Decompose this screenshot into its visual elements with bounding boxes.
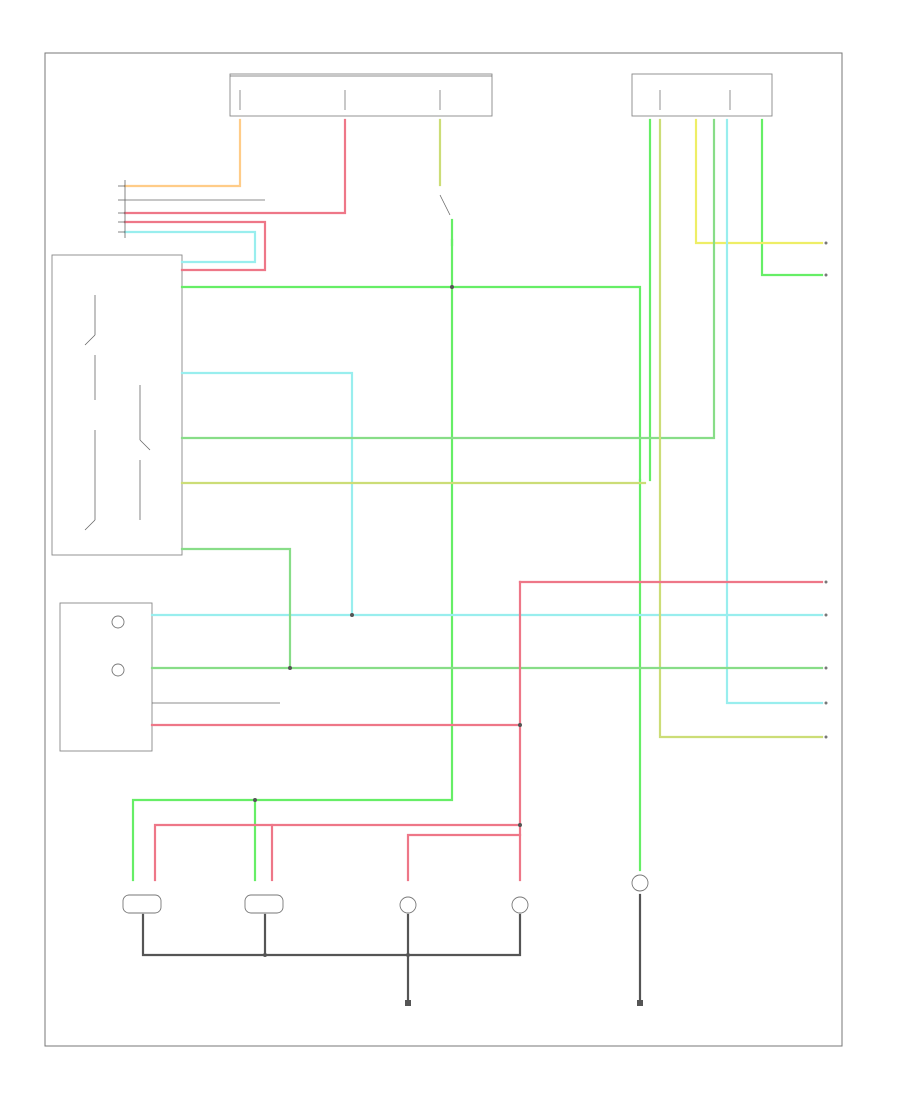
lamp-high-mount bbox=[631, 874, 649, 892]
lamp-right-rear bbox=[244, 894, 284, 914]
wire-green-436 bbox=[180, 118, 716, 440]
indicator-lamp-1 bbox=[111, 615, 125, 629]
wire-green-lower bbox=[180, 547, 292, 670]
splice bbox=[406, 953, 410, 957]
wire-green-right bbox=[760, 118, 824, 277]
indicator-lamp-2 bbox=[111, 663, 125, 677]
wire-yellow bbox=[694, 118, 824, 245]
lamp-right-license bbox=[511, 896, 529, 914]
wire-green-vertical bbox=[131, 238, 454, 882]
fuse-box-secondary bbox=[631, 73, 773, 117]
wire-red-loop bbox=[123, 220, 267, 272]
wire-ground-lamps bbox=[141, 913, 522, 957]
hazard-switch bbox=[438, 118, 454, 247]
splice bbox=[518, 823, 522, 827]
fuse-box-main bbox=[229, 73, 493, 117]
left-connector bbox=[118, 180, 126, 238]
lighting-control-module bbox=[51, 254, 183, 556]
splice bbox=[263, 953, 267, 957]
wire-orange bbox=[123, 118, 242, 188]
right-edge-terminals bbox=[824, 241, 828, 739]
splice bbox=[350, 613, 354, 617]
wire-cyan-right-vertical bbox=[725, 118, 824, 705]
wire-red-lamps bbox=[153, 823, 522, 882]
diagram-frame bbox=[44, 52, 843, 1047]
splice bbox=[288, 666, 292, 670]
splice bbox=[518, 723, 522, 727]
wire-cyan-mid bbox=[180, 371, 354, 617]
splice bbox=[253, 798, 257, 802]
ground-symbol-1 bbox=[405, 1000, 411, 1006]
wire-yellowgreen-right bbox=[658, 118, 824, 739]
wire-green-main bbox=[180, 285, 642, 482]
cluster-module bbox=[59, 602, 153, 752]
lamp-left-rear bbox=[122, 894, 162, 914]
ground-symbol-2 bbox=[637, 1000, 643, 1006]
lamp-left-license bbox=[399, 896, 417, 914]
wire-cyan-loop bbox=[123, 230, 257, 264]
wire-red-top bbox=[123, 118, 347, 215]
splice bbox=[450, 285, 454, 289]
wire-red-lamp3 bbox=[406, 833, 522, 882]
